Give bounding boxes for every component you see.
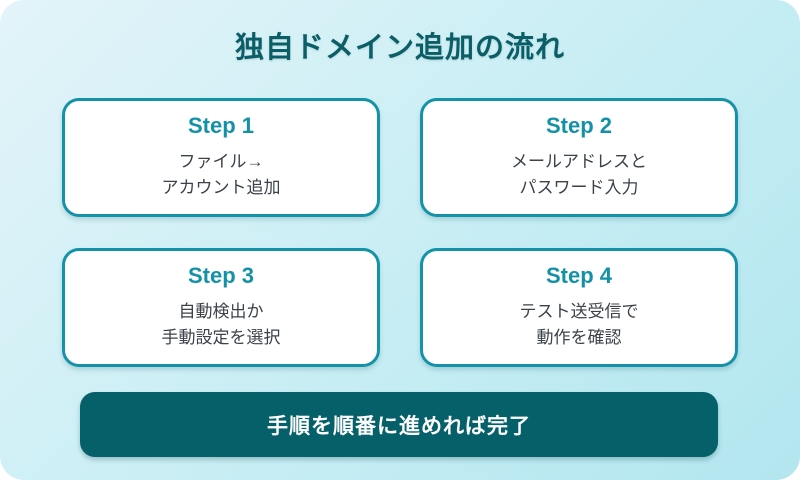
step-1-description: ファイル→ アカウント追加	[162, 149, 281, 202]
step-4-line-1: テスト送受信で	[519, 301, 639, 321]
step-3-line-2: 手動設定を選択	[161, 328, 281, 348]
completion-banner: 手順を順番に進めれば完了	[80, 392, 718, 457]
step-2-line-1: メールアドレスと	[511, 151, 647, 171]
step-2-description: メールアドレスと パスワード入力	[511, 149, 647, 202]
step-4-description: テスト送受信で 動作を確認	[520, 299, 639, 352]
step-1-line-1: ファイル→	[178, 151, 264, 171]
step-card-1: Step 1 ファイル→ アカウント追加	[62, 98, 380, 217]
step-4-line-2: 動作を確認	[536, 328, 622, 348]
step-3-line-1: 自動検出か	[178, 301, 264, 321]
steps-grid: Step 1 ファイル→ アカウント追加 Step 2 メールアドレスと パスワ…	[62, 98, 738, 367]
step-1-line-2: アカウント追加	[161, 178, 281, 198]
step-3-description: 自動検出か 手動設定を選択	[162, 299, 281, 352]
page-title: 独自ドメイン追加の流れ	[234, 32, 565, 64]
step-4-label: Step 4	[545, 263, 613, 289]
step-card-3: Step 3 自動検出か 手動設定を選択	[62, 248, 380, 367]
step-card-2: Step 2 メールアドレスと パスワード入力	[420, 98, 738, 217]
completion-banner-label: 手順を順番に進めれば完了	[267, 414, 531, 438]
step-1-label: Step 1	[187, 113, 255, 139]
step-2-label: Step 2	[545, 113, 613, 139]
step-card-4: Step 4 テスト送受信で 動作を確認	[420, 248, 738, 367]
step-3-label: Step 3	[187, 263, 255, 289]
step-2-line-2: パスワード入力	[519, 178, 639, 198]
